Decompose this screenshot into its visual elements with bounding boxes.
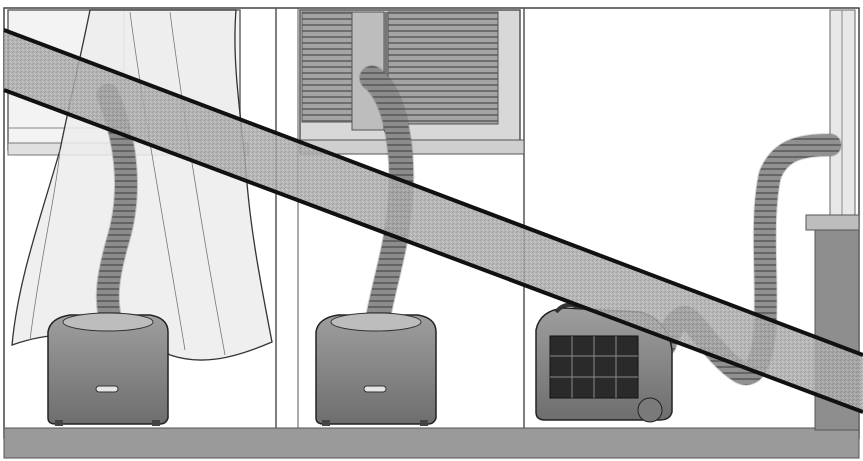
portable-ac-icon xyxy=(316,313,436,426)
shutter-window xyxy=(300,10,524,154)
grille xyxy=(550,336,638,398)
portable-ac-icon xyxy=(48,313,168,426)
floor xyxy=(4,428,859,458)
